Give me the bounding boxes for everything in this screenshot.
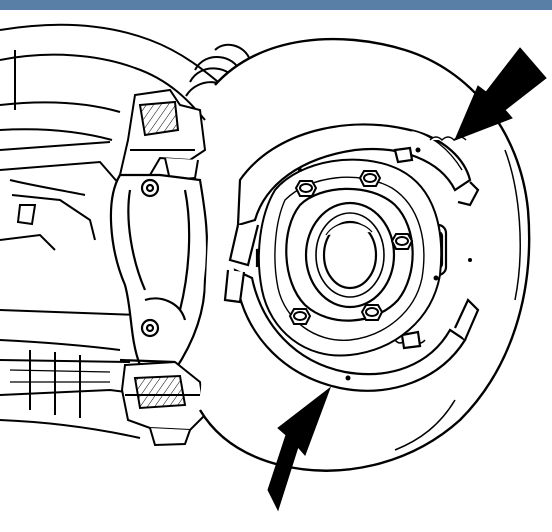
hub-icon: [285, 187, 414, 322]
suspension-arm-icon: [0, 23, 241, 439]
brake-assembly-illustration: [0, 10, 552, 532]
lower-caliper-bracket-icon: [120, 360, 207, 447]
header-strip: [0, 0, 552, 10]
lug-bolt-icon: [288, 170, 414, 325]
fastener-icon: [298, 147, 472, 381]
steering-knuckle-icon: [109, 173, 209, 372]
brake-assembly-svg: [0, 23, 547, 512]
caliper-bracket-icon: [118, 88, 207, 182]
pointer-arrow-icon: [267, 47, 547, 512]
